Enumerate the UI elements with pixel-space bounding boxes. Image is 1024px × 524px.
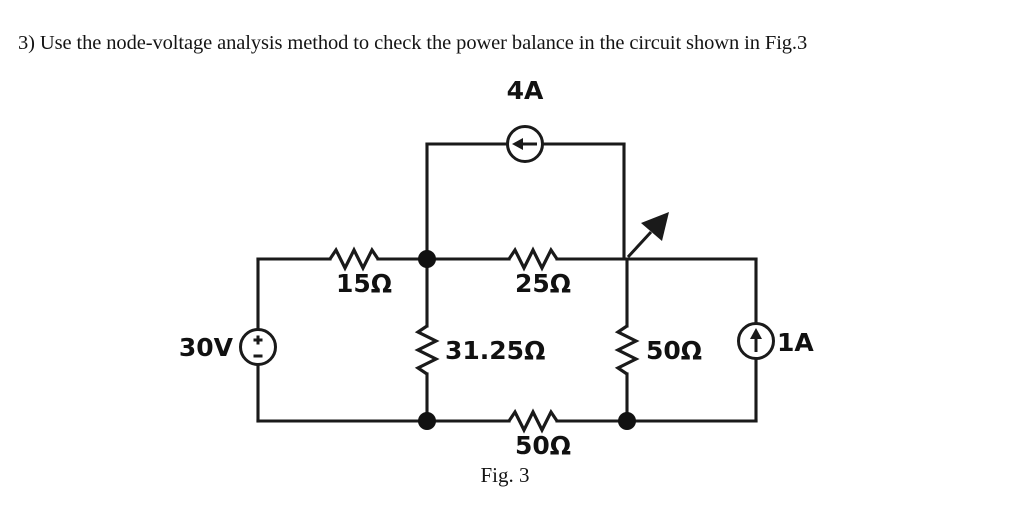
current-source-1a-label: 1A [777,328,814,357]
resistor-25ohm-symbol [507,246,559,272]
node-dot-bottom-right [618,412,636,430]
resistor-50ohm-vertical-symbol [614,324,640,376]
question-text: 3) Use the node-voltage analysis method … [18,32,808,54]
voltage-source-branch: 30V [179,257,277,423]
reference-arrow-head [641,212,669,241]
figure-caption: Fig. 3 [480,463,529,487]
resistor-31-25ohm-symbol [414,324,440,376]
resistor-15ohm-symbol [328,246,380,272]
circuit-schematic-svg: 4A 15Ω 25Ω 30V [179,76,815,487]
voltage-source-30v-label: 30V [179,333,234,362]
voltage-source-30v-icon [239,328,277,366]
reference-arrow-shaft [626,230,653,259]
current-source-4a-label: 4A [507,76,544,105]
middle-rail: 15Ω 25Ω [256,246,758,298]
resistor-31-25ohm-label: 31.25Ω [445,336,545,365]
current-source-1a-arrowhead [750,328,762,339]
circuit-figure: 4A 15Ω 25Ω 30V [0,70,1024,500]
current-source-1a-branch: 1A [737,257,814,423]
resistor-50ohm-vertical-label: 50Ω [646,336,702,365]
node-dot-top-left [418,250,436,268]
resistor-50ohm-bottom-symbol [507,408,559,434]
junction-nodes [418,250,636,430]
resistor-50ohm-vertical-branch: 50Ω [614,257,702,423]
bottom-rail: 50Ω [256,408,758,460]
node-dot-bottom-left [418,412,436,430]
current-source-4a-arrowhead [512,138,523,150]
resistor-50ohm-bottom-label: 50Ω [515,431,571,460]
top-current-source-branch: 4A [425,76,626,261]
resistor-25ohm-label: 25Ω [515,269,571,298]
resistor-15ohm-label: 15Ω [336,269,392,298]
reference-node-arrow [626,212,669,259]
